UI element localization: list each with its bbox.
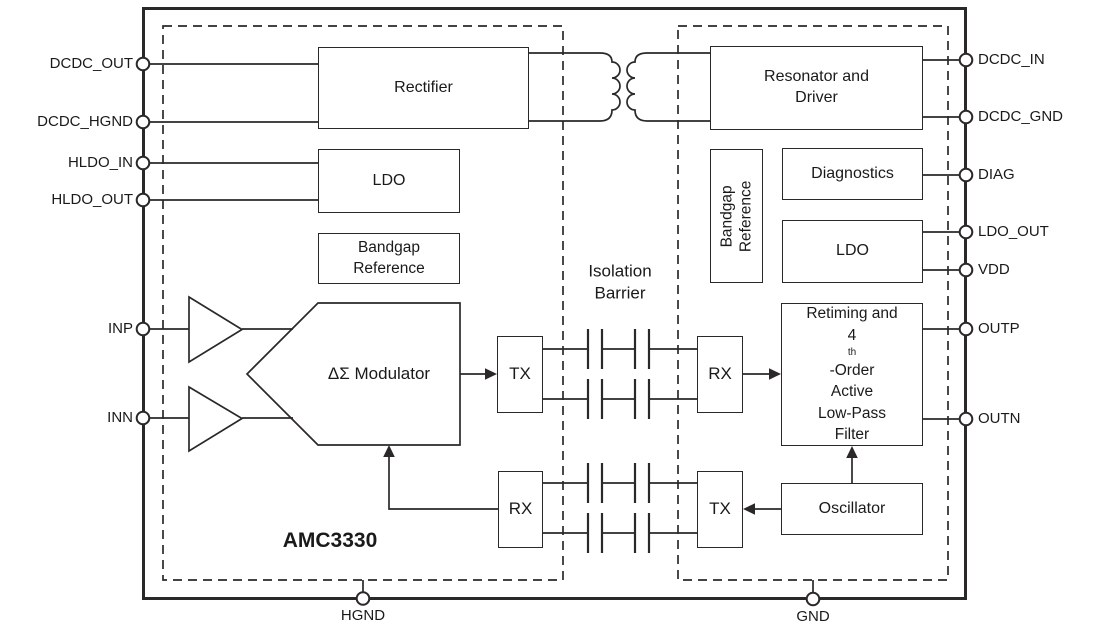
pin-outp <box>958 321 974 337</box>
high-side-dashed-boundary <box>162 25 564 581</box>
resonator-line1: Resonator and <box>764 68 869 86</box>
modulator-label: ΔΣ Modulator <box>327 363 431 383</box>
arrowhead-oscillator-to-filter <box>846 446 858 458</box>
filter-line5: Filter <box>834 426 870 444</box>
rx-clock-block: RX <box>498 471 543 548</box>
transformer-secondary-coil <box>626 52 710 122</box>
pin-label-ldo-out: LDO_OUT <box>978 223 1049 241</box>
pin-hgnd <box>355 591 371 606</box>
rectifier-block: Rectifier <box>318 47 529 129</box>
pin-vdd <box>958 262 974 278</box>
pin-label-hldo-out: HLDO_OUT <box>51 191 133 209</box>
arrowhead-rx-to-filter <box>769 368 781 380</box>
pin-dcdc-hgnd <box>135 114 151 130</box>
pin-label-hldo-in: HLDO_IN <box>67 154 133 172</box>
ldo-high-side-label: LDO <box>372 171 406 189</box>
pin-label-hgnd: HGND <box>340 607 386 624</box>
low-side-dashed-boundary <box>677 25 949 581</box>
pin-label-dcdc-out: DCDC_OUT <box>49 55 133 73</box>
pin-label-gnd: GND <box>796 608 830 625</box>
oscillator-label: Oscillator <box>818 499 886 517</box>
pin-diag <box>958 167 974 183</box>
pin-label-outn: OUTN <box>978 410 1021 428</box>
rectifier-label: Rectifier <box>394 78 453 96</box>
bandgap-right-line2: Reference <box>737 180 755 252</box>
tx-clock-block: TX <box>697 471 743 548</box>
tx-forward-label: TX <box>509 364 531 384</box>
pin-label-outp: OUTP <box>978 320 1020 338</box>
package-outline <box>142 7 967 600</box>
oscillator-block: Oscillator <box>781 483 923 535</box>
arrowhead-modulator-to-tx <box>485 368 497 380</box>
arrowhead-oscillator-to-tx <box>743 503 755 515</box>
tx-clock-label: TX <box>709 499 731 519</box>
input-amp-inp <box>188 295 244 364</box>
pin-label-dcdc-gnd: DCDC_GND <box>978 108 1064 126</box>
ldo-low-side-block: LDO <box>782 220 923 283</box>
pin-inp <box>135 321 151 337</box>
bandgap-left-block: Bandgap Reference <box>318 233 460 284</box>
filter-line4: Low-Pass <box>817 404 887 422</box>
pin-dcdc-gnd <box>958 109 974 125</box>
bandgap-right-block: Bandgap Reference <box>710 149 763 283</box>
isolation-barrier-label: Isolation Barrier <box>588 261 652 303</box>
rx-clock-label: RX <box>508 499 533 519</box>
pin-dcdc-out <box>135 56 151 72</box>
pin-label-vdd: VDD <box>978 261 1010 279</box>
ldo-high-side-block: LDO <box>318 149 460 213</box>
pin-dcdc-in <box>958 52 974 68</box>
pin-label-diag: DIAG <box>978 166 1015 184</box>
pin-label-dcdc-in: DCDC_IN <box>978 51 1045 69</box>
transformer-primary-coil <box>529 52 621 122</box>
bandgap-right-line1: Bandgap <box>718 184 736 248</box>
pin-label-dcdc-hgnd: DCDC_HGND <box>37 113 133 131</box>
pin-label-inn: INN <box>107 409 133 427</box>
bandgap-left-line2: Reference <box>353 259 425 277</box>
rx-forward-label: RX <box>708 364 732 384</box>
wire-rx-to-modulator-feedback <box>388 451 498 510</box>
pin-label-inp: INP <box>107 320 133 338</box>
input-amp-inn <box>188 385 244 453</box>
diagnostics-block: Diagnostics <box>782 148 923 200</box>
resonator-line2: Driver <box>795 89 838 106</box>
pin-hldo-in <box>135 155 151 171</box>
filter-line1: Retiming and <box>806 305 898 323</box>
pin-hldo-out <box>135 192 151 208</box>
rx-forward-block: RX <box>697 336 743 413</box>
device-name: AMC3330 <box>282 529 378 553</box>
isolation-capacitor-plates <box>586 329 651 553</box>
pin-inn <box>135 410 151 426</box>
filter-line3: Active <box>830 383 874 401</box>
resonator-driver-block: Resonator and Driver <box>710 46 923 130</box>
diagnostics-label: Diagnostics <box>811 164 894 182</box>
pin-outn <box>958 411 974 427</box>
bandgap-left-line1: Bandgap <box>357 239 421 257</box>
pin-ldo-out <box>958 224 974 240</box>
tx-forward-block: TX <box>497 336 543 413</box>
pin-gnd <box>805 591 821 607</box>
filter-ordinal-sup: th <box>847 347 857 359</box>
ldo-low-side-label: LDO <box>836 242 869 260</box>
arrowhead-feedback-to-modulator <box>383 445 395 457</box>
